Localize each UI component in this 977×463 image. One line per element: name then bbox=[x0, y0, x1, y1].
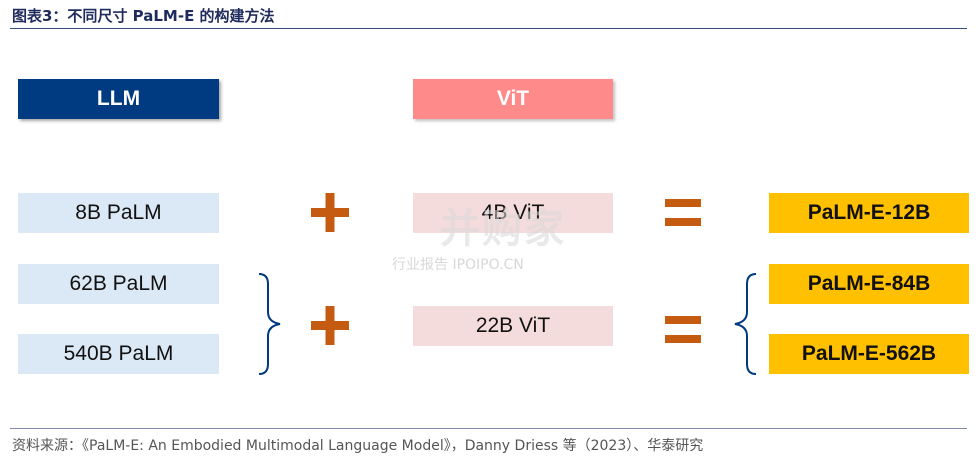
vit-box-22b: 22B ViT bbox=[413, 306, 613, 346]
source-note: 资料来源：《PaLM-E: An Embodied Multimodal Lan… bbox=[12, 438, 704, 454]
output-box-12b: PaLM-E-12B bbox=[769, 193, 969, 233]
title-divider bbox=[10, 28, 967, 29]
llm-box-62b: 62B PaLM bbox=[18, 264, 219, 304]
plus-icon bbox=[311, 306, 349, 345]
source-divider bbox=[10, 428, 967, 429]
figure-title: 图表3：不同尺寸 PaLM-E 的构建方法 bbox=[12, 7, 275, 25]
equals-icon bbox=[665, 199, 701, 226]
output-box-84b: PaLM-E-84B bbox=[769, 264, 969, 304]
watermark-subtitle: 行业报告 IPOIPO.CN bbox=[392, 257, 524, 273]
equals-icon bbox=[665, 316, 701, 343]
vit-box-4b: 4B ViT bbox=[413, 193, 613, 233]
vit-header: ViT bbox=[413, 79, 613, 119]
left-brace-icon bbox=[734, 273, 757, 375]
watermark-logo: 并购家 bbox=[440, 206, 566, 252]
llm-box-540b: 540B PaLM bbox=[18, 334, 219, 374]
llm-header: LLM bbox=[18, 79, 219, 119]
llm-box-8b: 8B PaLM bbox=[18, 193, 219, 233]
plus-icon bbox=[311, 193, 349, 232]
right-brace-icon bbox=[258, 273, 281, 375]
output-box-562b: PaLM-E-562B bbox=[769, 334, 969, 374]
